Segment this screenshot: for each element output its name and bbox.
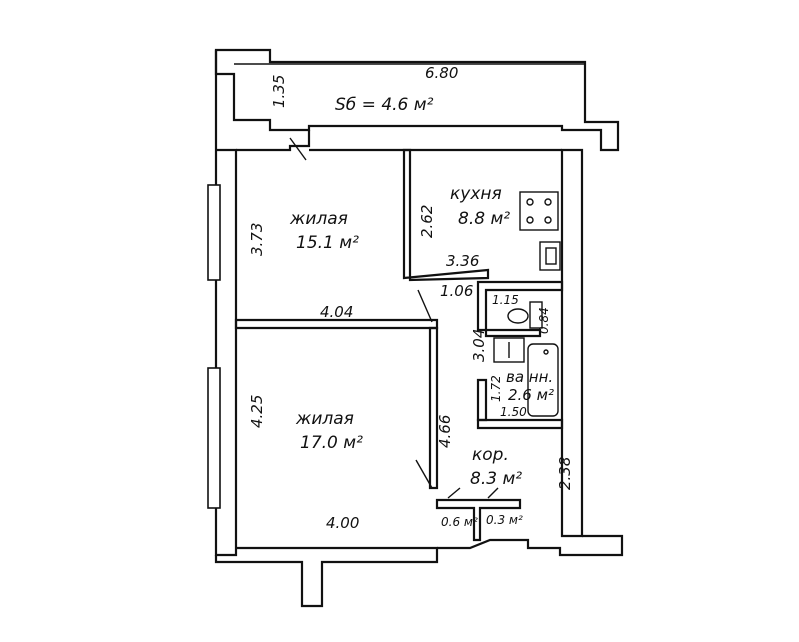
corridor-name: кор. <box>472 445 509 465</box>
living-lower-name: жилая <box>295 409 354 429</box>
toilet-icon <box>507 308 529 324</box>
kitchen-name: кухня <box>450 184 502 204</box>
living-lower-width: 4.00 <box>326 514 359 532</box>
bathroom-name: ва нн. <box>506 368 553 386</box>
bathroom-width: 1.50 <box>500 405 527 419</box>
kitchen-height: 2.62 <box>418 205 436 238</box>
corridor-height: 4.66 <box>436 415 454 448</box>
door-upper-entry <box>289 137 307 161</box>
living-upper-area: 15.1 м² <box>296 233 359 253</box>
washbasin-icon <box>493 337 525 363</box>
living-upper-height: 3.73 <box>248 223 266 256</box>
balcony: 6.80 1.35 Sб = 4.6 м² <box>214 48 620 152</box>
sink-icon <box>539 241 561 271</box>
living-room-lower: жилая 17.0 м² 4.25 4.00 <box>248 395 363 532</box>
bathroom-height: 1.72 <box>489 375 503 402</box>
wet-block: 1.15 0.84 3.04 ва нн. 2.6 м² 1.72 1.50 <box>470 280 564 430</box>
stove-icon <box>519 191 559 231</box>
balcony-area: Sб = 4.6 м² <box>335 95 434 115</box>
closet-a-area: 0.6 м² <box>441 515 478 529</box>
balcony-depth: 1.35 <box>270 75 288 108</box>
corridor-right-height: 2.38 <box>556 457 574 490</box>
living-upper-name: жилая <box>289 209 348 229</box>
corridor-area: 8.3 м² <box>470 469 522 489</box>
closet-b-area: 0.3 м² <box>486 513 523 527</box>
corridor-passage: 1.06 <box>440 282 473 300</box>
toilet-width: 1.15 <box>492 293 519 307</box>
living-lower-area: 17.0 м² <box>300 433 363 453</box>
balcony-width: 6.80 <box>425 64 458 82</box>
bath-dimension: 3.04 <box>470 329 488 362</box>
exterior-walls <box>207 50 624 608</box>
kitchen-width: 3.36 <box>446 252 479 270</box>
closets: 0.6 м² 0.3 м² <box>435 487 523 542</box>
bathroom-area: 2.6 м² <box>508 386 554 404</box>
living-room-upper: жилая 15.1 м² 3.73 4.04 <box>248 209 359 321</box>
kitchen-area: 8.8 м² <box>458 209 510 229</box>
corridor-partition <box>415 289 439 490</box>
living-upper-width: 4.04 <box>320 303 353 321</box>
toilet-depth: 0.84 <box>537 307 551 334</box>
living-lower-height: 4.25 <box>248 395 266 428</box>
bathtub-icon <box>527 343 559 417</box>
kitchen: кухня 8.8 м² 2.62 3.36 <box>402 148 561 282</box>
living-partition <box>234 318 439 330</box>
